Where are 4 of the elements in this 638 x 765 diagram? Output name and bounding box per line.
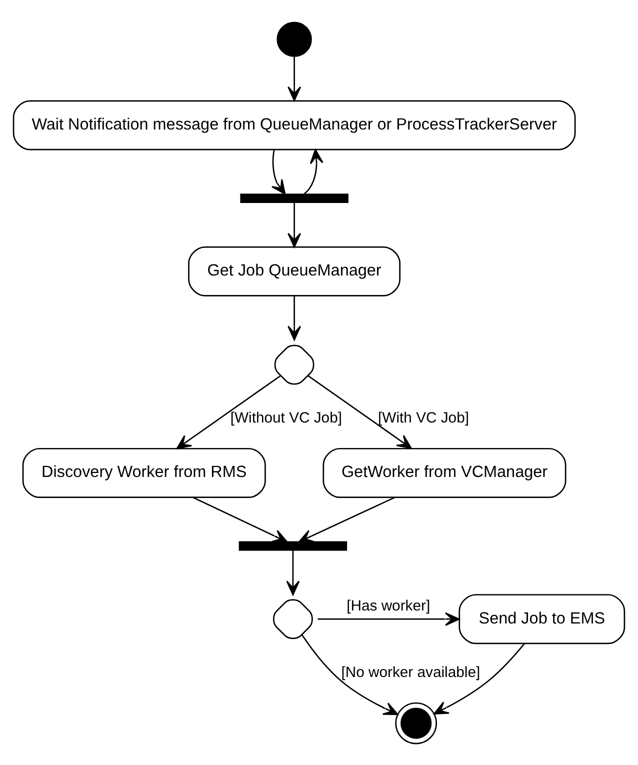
edge-label: [Without VC Job]: [230, 410, 342, 426]
edge-label: [No worker available]: [341, 664, 480, 681]
edge-label: [Has worker]: [346, 598, 430, 614]
edge-label: [With VC Job]: [378, 410, 469, 426]
